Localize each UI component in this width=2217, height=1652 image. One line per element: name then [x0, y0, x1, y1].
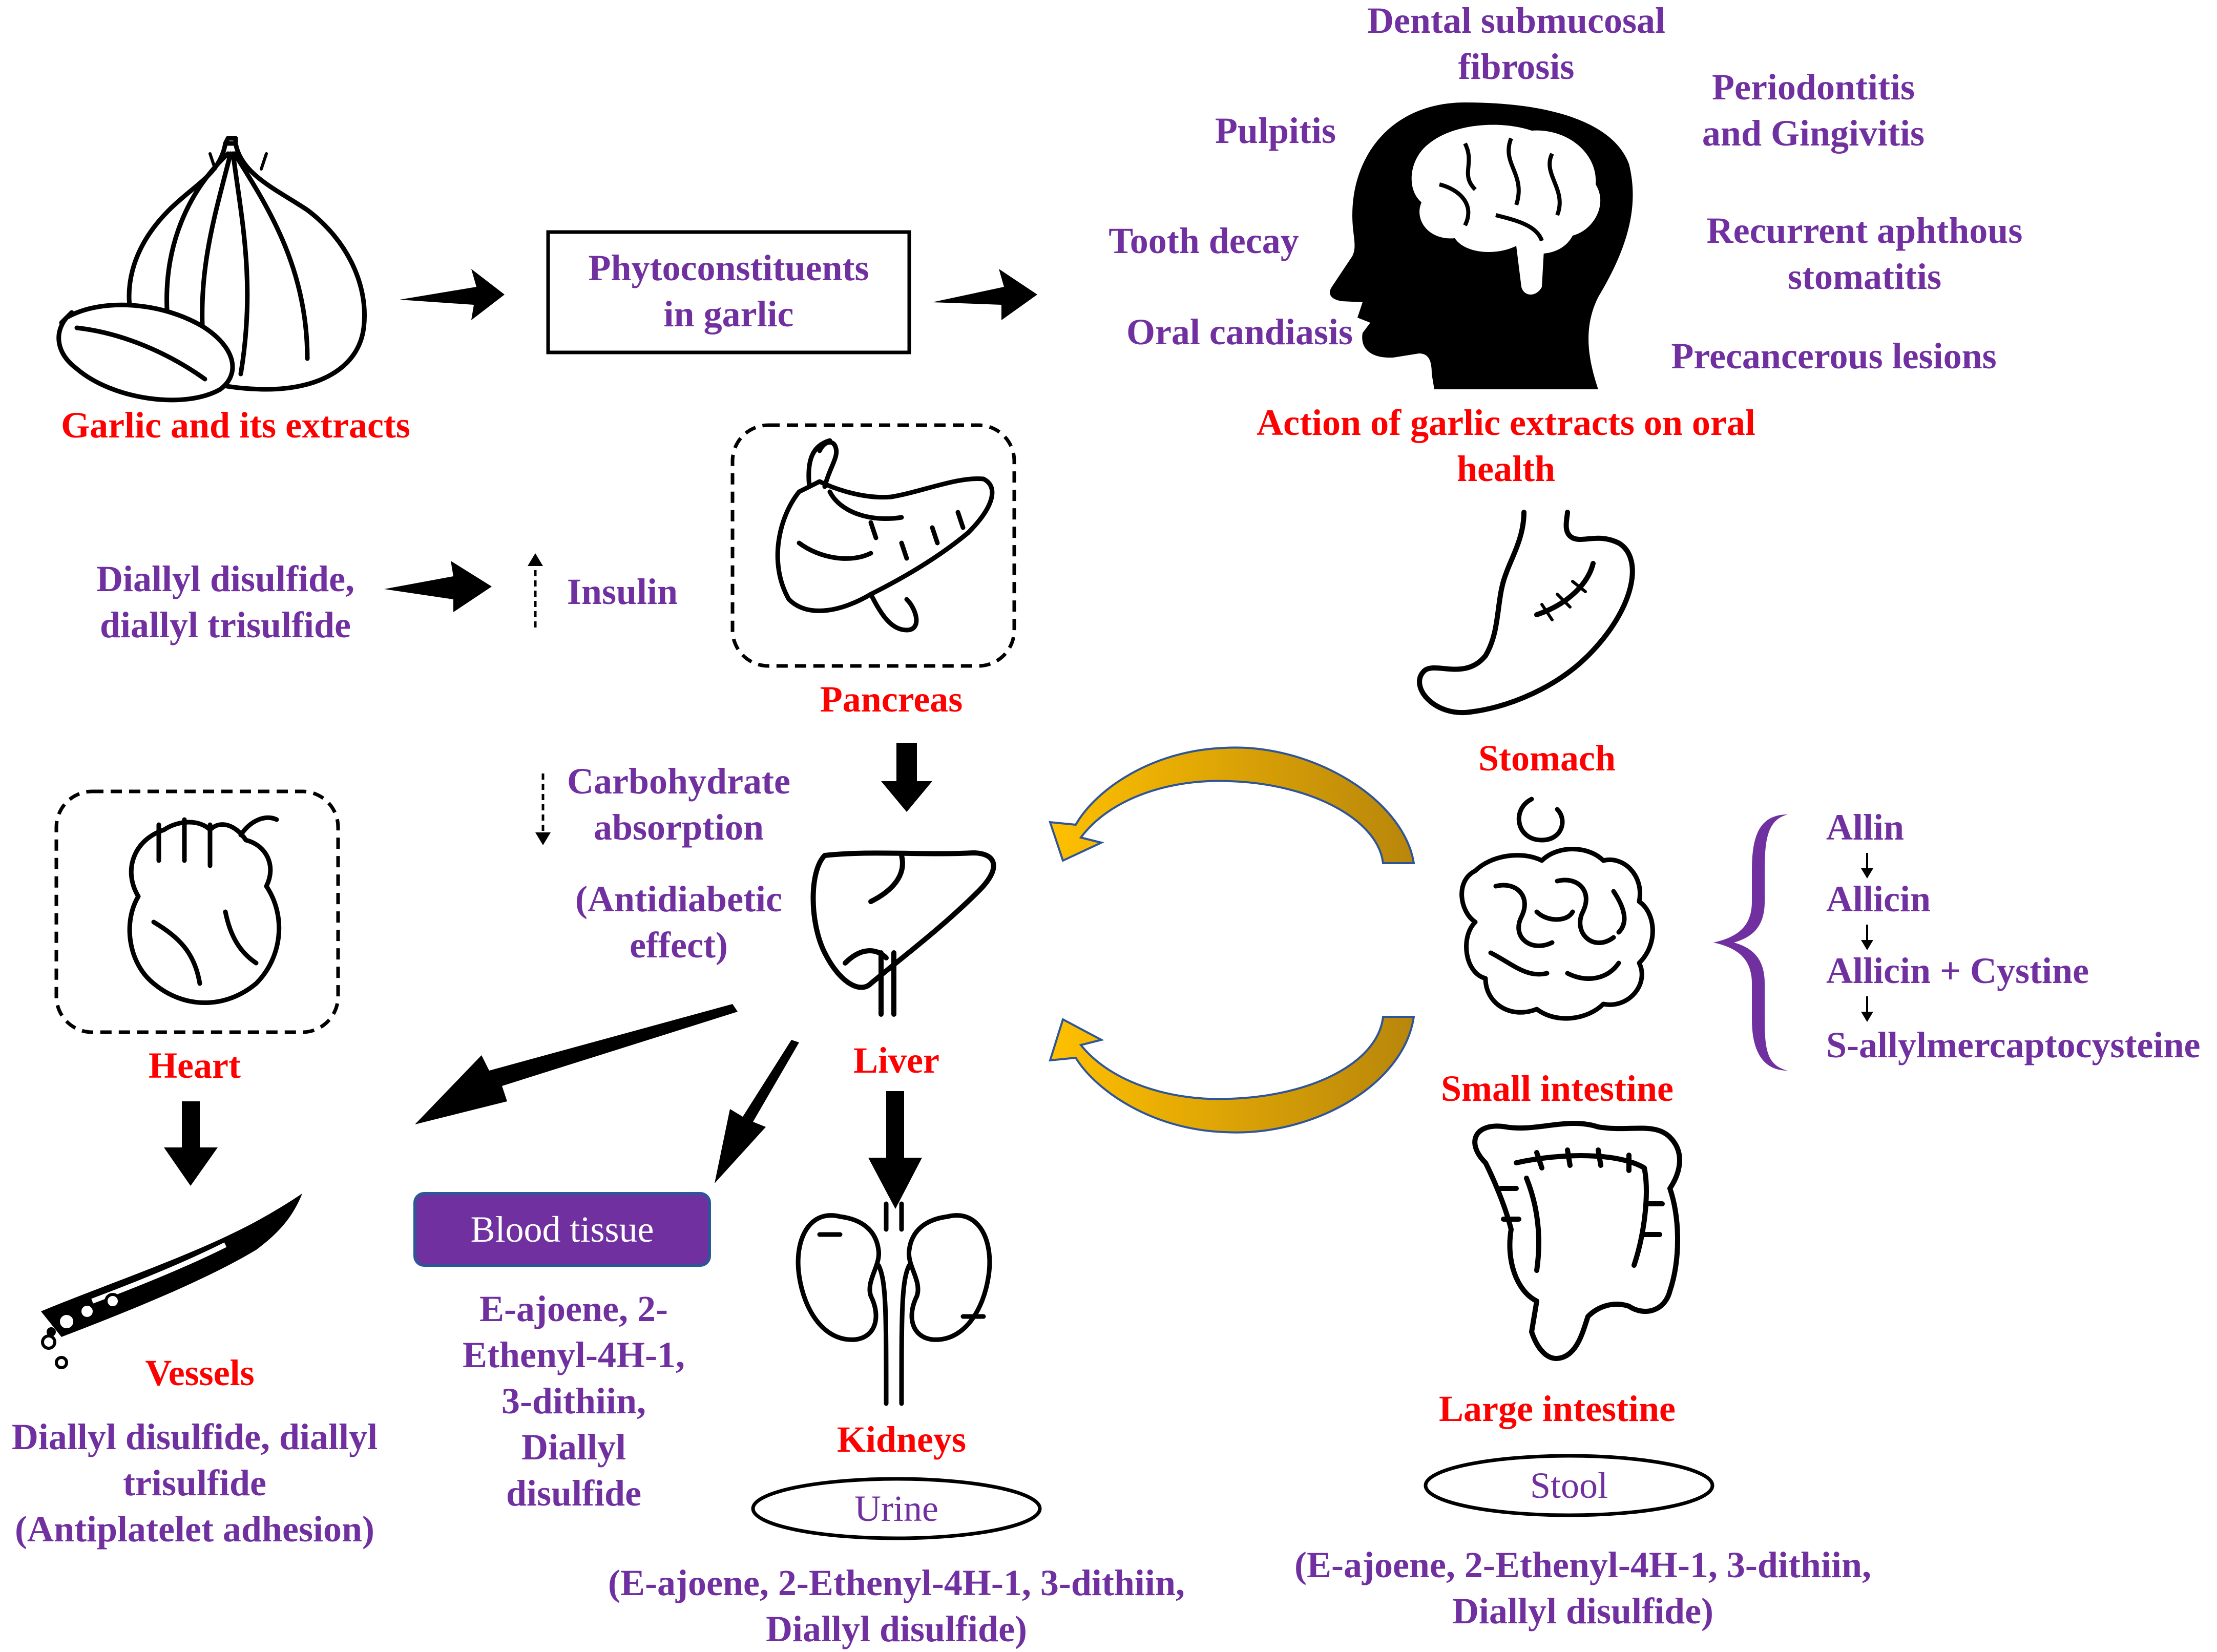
- oral-tooth-decay: Tooth decay: [1108, 220, 1299, 261]
- insulin-up-arrow: [528, 553, 543, 628]
- blood-compounds-label: E-ajoene, 2- Ethenyl-4H-1, 3-dithiin, Di…: [462, 1288, 685, 1514]
- blood-vessel-icon: [41, 1194, 302, 1369]
- metabolism-brace: [1713, 814, 1788, 1071]
- stool-oval: [1424, 1454, 1714, 1517]
- carbohydrate-down-arrow: [535, 773, 551, 845]
- kidneys-label: Kidneys: [836, 1419, 967, 1460]
- head-brain-icon: [1330, 102, 1633, 389]
- small-intestine-label: Small intestine: [1440, 1068, 1674, 1109]
- oral-dental-submucosal: Dental submucosal fibrosis: [1367, 0, 1666, 87]
- heart-label: Heart: [149, 1045, 241, 1086]
- stool-compounds-label: (E-ajoene, 2-Ethenyl-4H-1, 3-dithiin, Di…: [1294, 1544, 1871, 1632]
- diallyl-compounds-label: Diallyl disulfide, diallyl trisulfide: [96, 558, 355, 645]
- urine-oval: [751, 1477, 1042, 1540]
- small-intestine-icon: [1459, 797, 1655, 1021]
- arrow-phyto-to-oral: [932, 269, 1037, 320]
- chain-item-allicin: Allicin: [1826, 879, 1931, 919]
- blood-tissue-frame: [413, 1192, 711, 1267]
- large-intestine-label: Large intestine: [1439, 1388, 1676, 1429]
- arrow-garlic-to-phyto: [400, 269, 505, 320]
- urine-label: Urine: [854, 1488, 938, 1529]
- garlic-label: Garlic and its extracts: [61, 405, 410, 446]
- large-intestine-icon: [1472, 1121, 1682, 1361]
- antidiabetic-label: (Antidiabetic effect): [575, 879, 782, 966]
- pancreas-icon: [775, 438, 995, 633]
- arrow-liver-to-blood: [715, 1040, 799, 1183]
- stomach-icon: [1417, 510, 1635, 716]
- chain-arrow-3: [1861, 996, 1873, 1022]
- pancreas-label: Pancreas: [820, 679, 963, 720]
- liver-label: Liver: [853, 1040, 939, 1081]
- chain-arrow-1: [1861, 853, 1873, 879]
- heart-frame: [54, 789, 340, 1034]
- heart-icon: [127, 815, 282, 1005]
- vessels-effect-label: Diallyl disulfide, diallyl trisulfide (A…: [11, 1416, 378, 1550]
- oral-recurrent-aphthous: Recurrent aphthous stomatitis: [1706, 210, 2023, 297]
- arrow-liver-to-vessels: [415, 1004, 738, 1124]
- garlic-icon: [56, 136, 367, 403]
- chain-item-allin: Allin: [1826, 807, 1905, 848]
- phyto-box-frame: [546, 230, 911, 354]
- blood-tissue-label: Blood tissue: [470, 1208, 654, 1250]
- vessels-label: Vessels: [145, 1352, 255, 1393]
- gold-arrow-lower: [1049, 1016, 1415, 1134]
- insulin-label: Insulin: [567, 571, 678, 612]
- kidneys-icon: [796, 1201, 992, 1406]
- oral-caption: Action of garlic extracts on oral health: [1257, 402, 1755, 489]
- stool-label: Stool: [1530, 1465, 1608, 1506]
- arrow-liver-to-kidneys: [868, 1091, 922, 1209]
- stomach-label: Stomach: [1478, 738, 1616, 779]
- oral-pulpitis: Pulpitis: [1215, 110, 1336, 151]
- oral-precancerous: Precancerous lesions: [1671, 336, 1997, 377]
- chain-item-s-allylmercaptocysteine: S-allylmercaptocysteine: [1826, 1024, 2201, 1065]
- chain-arrow-2: [1861, 925, 1873, 950]
- oral-periodontitis: Periodontitis and Gingivitis: [1702, 67, 1925, 154]
- carbohydrate-label: Carbohydrate absorption: [567, 761, 790, 848]
- gold-arrow-upper: [1049, 746, 1415, 864]
- chain-item-allicin-cystine: Allicin + Cystine: [1826, 950, 2089, 991]
- arrow-diallyl-to-insulin: [384, 561, 492, 612]
- liver-icon: [810, 850, 996, 1017]
- pancreas-frame: [730, 423, 1016, 668]
- phyto-box-label: Phytoconstituents in garlic: [588, 247, 869, 334]
- urine-compounds-label: (E-ajoene, 2-Ethenyl-4H-1, 3-dithiin, Di…: [608, 1562, 1185, 1649]
- arrow-pancreas-to-liver: [881, 743, 932, 812]
- oral-candiasis: Oral candiasis: [1126, 311, 1353, 352]
- arrow-heart-to-vessels: [164, 1101, 218, 1186]
